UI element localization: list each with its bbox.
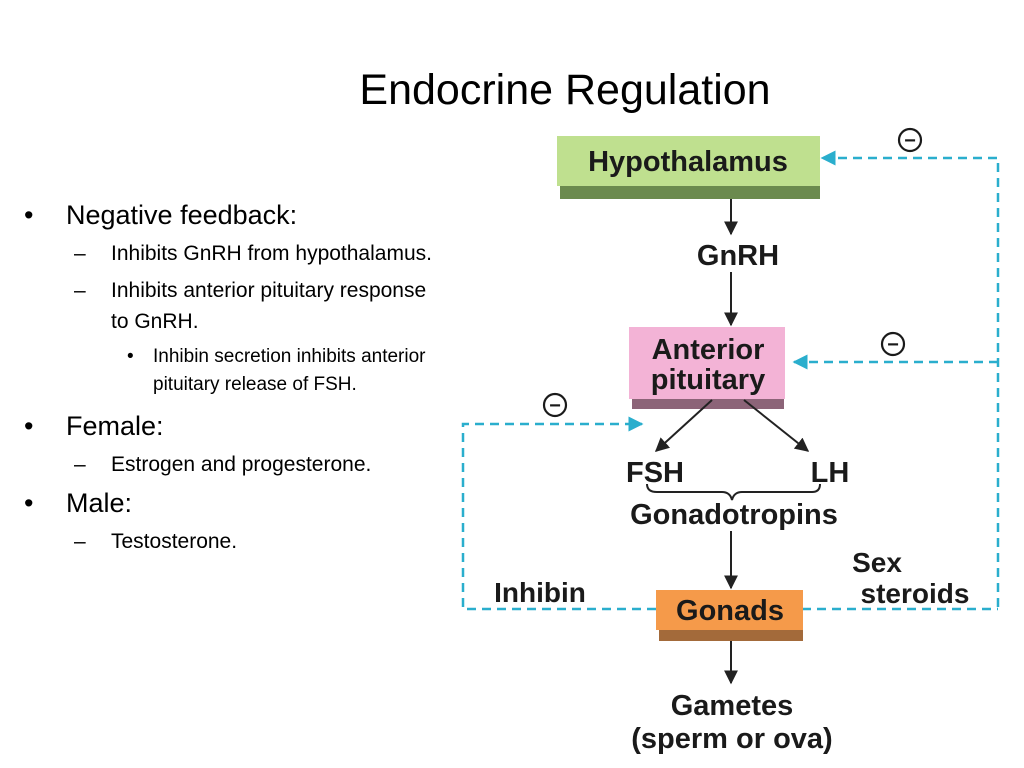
- feedback-loops: [461, 150, 1000, 611]
- dash-marker: –: [74, 530, 86, 553]
- bullet-male: • Male:: [24, 486, 434, 520]
- bullet-text: Male:: [66, 488, 133, 518]
- sub-bullet-text: Inhibits GnRH from hypothalamus.: [111, 242, 432, 265]
- bullet-negative-feedback: • Negative feedback:: [24, 198, 434, 232]
- sub-bullet-text: Estrogen and progesterone.: [111, 453, 372, 476]
- sub-bullet-estrogen: – Estrogen and progesterone.: [74, 449, 434, 480]
- dash-marker: –: [74, 279, 86, 302]
- anterior-pituitary-node: Anterior pituitary: [629, 327, 785, 409]
- gonads-label: Gonads: [676, 595, 784, 627]
- sub-bullet-inhibits-pituitary: – Inhibits anterior pituitary response t…: [74, 275, 434, 337]
- sperm-or-ova-label: (sperm or ova): [631, 723, 832, 755]
- feedback-line-inhibin: [461, 416, 656, 611]
- sub-bullet-text: Inhibits anterior pituitary response to …: [111, 279, 427, 333]
- feedback-line-hypothalamus: [820, 150, 1000, 607]
- gametes-label: Gametes: [671, 690, 794, 722]
- bullet-marker: •: [24, 200, 34, 230]
- minus-symbol-pituitary: −: [880, 331, 906, 357]
- sub-sub-bullet-inhibin: • Inhibin secretion inhibits anterior pi…: [127, 343, 443, 399]
- gonadotropins-label: Gonadotropins: [630, 499, 838, 531]
- sub-bullet-inhibits-gnrh: – Inhibits GnRH from hypothalamus.: [74, 238, 434, 269]
- sub-sub-bullet-text: Inhibin secretion inhibits anterior pitu…: [153, 346, 426, 395]
- slide-title: Endocrine Regulation: [359, 66, 771, 114]
- endocrine-flow-diagram: − − − Hypothalamus GnRH Anterior pituita…: [461, 127, 1000, 755]
- gonads-node: Gonads: [656, 590, 803, 641]
- gonadotropins-brace: [646, 483, 821, 501]
- minus-sign-text: −: [904, 130, 916, 152]
- bullet-list: • Negative feedback: – Inhibits GnRH fro…: [24, 198, 434, 563]
- minus-symbol-hypothalamus: −: [897, 127, 923, 153]
- fsh-label: FSH: [626, 457, 684, 489]
- minus-sign-text: −: [549, 395, 561, 417]
- hypothalamus-label: Hypothalamus: [588, 146, 788, 178]
- bullet-marker: •: [24, 488, 34, 518]
- hypothalamus-node: Hypothalamus: [557, 136, 820, 199]
- sex-label: Sex: [852, 547, 902, 578]
- arrow-pituitary-fsh: [654, 399, 713, 452]
- bullet-marker: •: [127, 346, 134, 367]
- sub-bullet-text: Testosterone.: [111, 530, 238, 553]
- dash-marker: –: [74, 242, 86, 265]
- anterior-label: Anterior: [652, 334, 765, 366]
- steroids-label: steroids: [861, 578, 970, 609]
- gnrh-label: GnRH: [697, 240, 779, 272]
- dash-marker: –: [74, 453, 86, 476]
- bullet-female: • Female:: [24, 409, 434, 443]
- bullet-text: Negative feedback:: [66, 200, 298, 230]
- pituitary-label: pituitary: [651, 364, 765, 396]
- lh-label: LH: [811, 457, 850, 489]
- minus-symbol-inhibin: −: [542, 392, 568, 418]
- sub-bullet-testosterone: – Testosterone.: [74, 526, 434, 557]
- bullet-marker: •: [24, 411, 34, 441]
- inhibin-label: Inhibin: [494, 577, 586, 608]
- bullet-text: Female:: [66, 411, 164, 441]
- minus-sign-text: −: [887, 334, 899, 356]
- arrow-pituitary-lh: [743, 399, 810, 452]
